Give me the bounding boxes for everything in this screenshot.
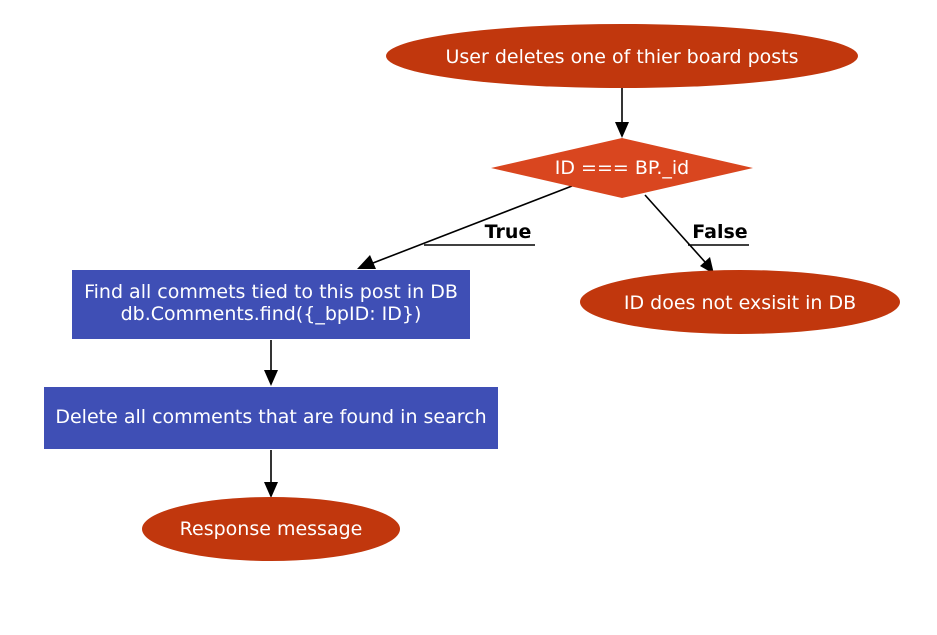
node-not-exist[interactable]: ID does not exsisit in DB bbox=[580, 270, 900, 334]
arrowhead-icon bbox=[264, 370, 278, 386]
edge-false: False bbox=[644, 194, 749, 274]
response-ellipse bbox=[142, 497, 400, 561]
delete-rect bbox=[44, 387, 498, 449]
find-rect bbox=[72, 270, 470, 339]
edge-true: True bbox=[357, 185, 573, 269]
delete-label: Delete all comments that are found in se… bbox=[55, 406, 486, 428]
find-label-line1: Find all commets tied to this post in DB bbox=[84, 281, 458, 303]
response-label: Response message bbox=[180, 518, 363, 540]
edge-start-to-decision bbox=[615, 88, 629, 138]
arrowhead-icon bbox=[615, 122, 629, 138]
node-decision[interactable]: ID === BP._id bbox=[491, 138, 753, 198]
node-delete-comments[interactable]: Delete all comments that are found in se… bbox=[44, 387, 498, 449]
decision-diamond bbox=[491, 138, 753, 198]
edge-delete-to-response bbox=[264, 450, 278, 498]
start-ellipse bbox=[386, 24, 858, 88]
not-exist-ellipse bbox=[580, 270, 900, 334]
arrowhead-icon bbox=[357, 255, 376, 269]
edge-find-to-delete bbox=[264, 340, 278, 386]
node-start[interactable]: User deletes one of thier board posts bbox=[386, 24, 858, 88]
arrowhead-icon bbox=[264, 482, 278, 498]
decision-label: ID === BP._id bbox=[555, 157, 689, 179]
node-response[interactable]: Response message bbox=[142, 497, 400, 561]
not-exist-label: ID does not exsisit in DB bbox=[624, 292, 856, 314]
start-label: User deletes one of thier board posts bbox=[445, 46, 798, 68]
arrowhead-icon bbox=[700, 257, 714, 274]
false-label: False bbox=[692, 221, 747, 243]
node-find-comments[interactable]: Find all commets tied to this post in DB… bbox=[72, 270, 470, 339]
true-label: True bbox=[485, 221, 532, 243]
find-label-line2: db.Comments.find({_bpID: ID}) bbox=[121, 303, 422, 325]
